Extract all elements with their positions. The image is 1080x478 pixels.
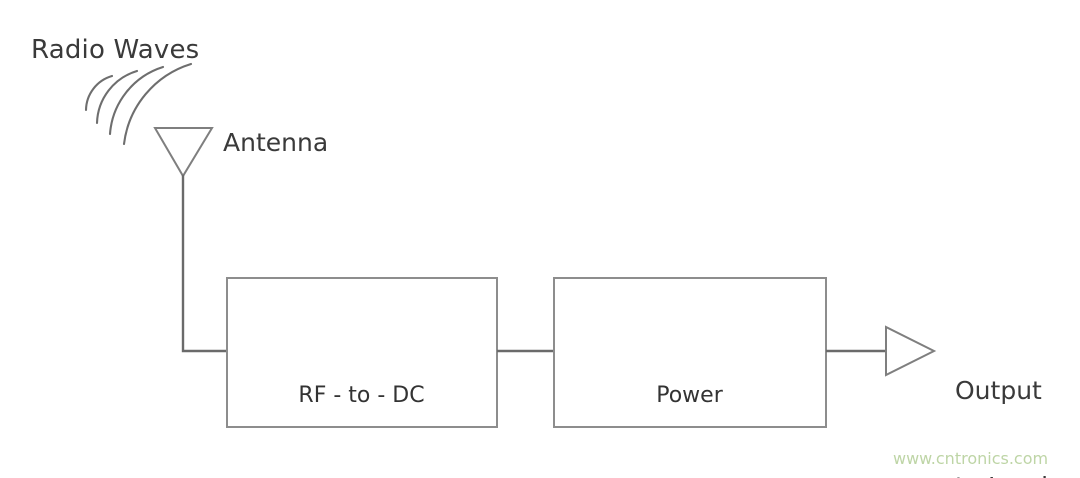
output-to-load-label: Output to Load [955,311,1048,478]
block-power-conditioning-label: Power Conditioning [553,318,826,478]
antenna-triangle-icon [153,127,214,178]
antenna-label: Antenna [223,128,329,157]
block-power-conditioning [553,277,827,428]
output-label-line1: Output [955,376,1042,405]
block-rf-to-dc-conversion-label: RF - to - DC Conversion [226,318,497,478]
block-2-line2: Conditioning [553,474,826,478]
watermark: www.cntronics.com [893,449,1049,468]
block-1-line2: Conversion [226,474,497,478]
radio-waves-label: Radio Waves [31,35,200,65]
block-1-line1: RF - to - DC [298,383,425,409]
radio-wave-arcs-icon [84,62,193,146]
block-rf-to-dc-conversion [226,277,498,428]
antenna-feed-line [181,174,229,353]
output-label-line2: to Load [955,471,1048,478]
block-2-line1: Power [656,383,723,409]
output-arrow-triangle-icon [885,325,937,377]
